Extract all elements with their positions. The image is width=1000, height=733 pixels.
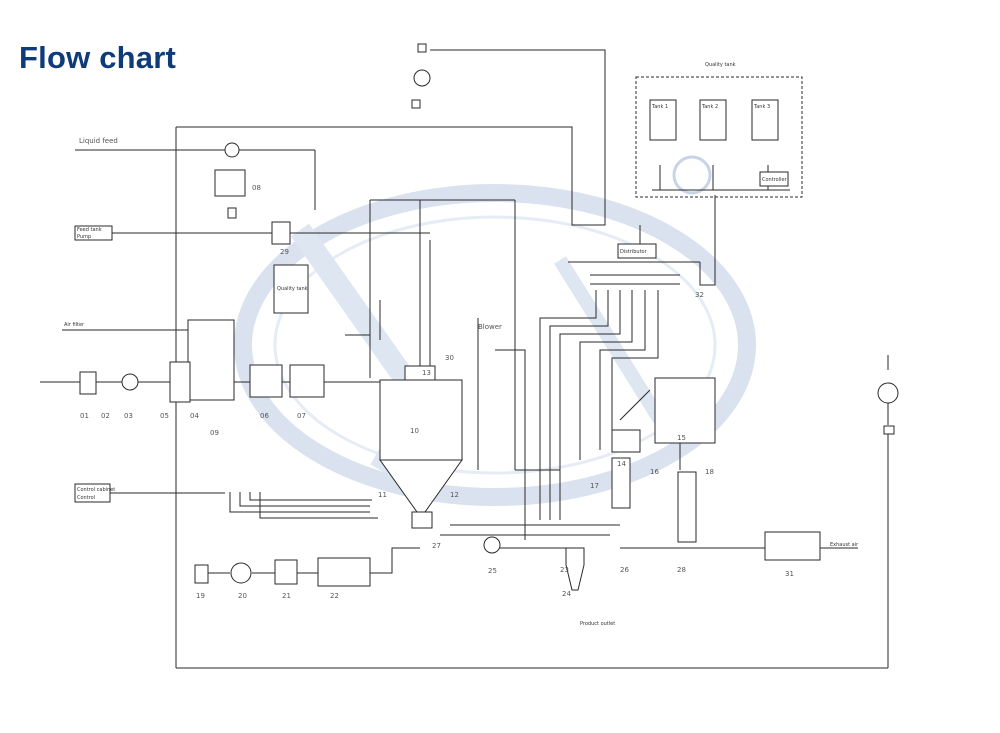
watermark-logo	[234, 184, 756, 506]
label-29: 29	[280, 248, 289, 256]
feed-control-box	[74, 483, 111, 503]
fan-25	[483, 536, 501, 554]
filter-hopper	[611, 429, 641, 453]
bag-filter	[654, 377, 716, 444]
feed-valve-icon	[227, 207, 237, 219]
label-10: 10	[410, 427, 419, 435]
prefilter	[169, 361, 191, 403]
label-22: 22	[330, 592, 339, 600]
atomizer-head	[404, 365, 436, 381]
feed-inlet-box	[74, 225, 113, 241]
label-11: 11	[378, 491, 387, 499]
label-15: 15	[677, 434, 686, 442]
drying-chamber	[379, 379, 463, 461]
top-valve-icon	[417, 43, 427, 53]
label-31: 31	[785, 570, 794, 578]
label-02: 02	[101, 412, 110, 420]
label-27: 27	[432, 542, 441, 550]
tank-controller-label: Controller	[762, 177, 788, 183]
label-01: 01	[80, 412, 89, 420]
heat-exchanger	[187, 319, 235, 401]
blower-label: Blower	[478, 323, 502, 331]
distributor-box	[617, 243, 657, 259]
label-19: 19	[196, 592, 205, 600]
label-20: 20	[238, 592, 247, 600]
air-filter-label: Air filter	[64, 322, 85, 328]
label-05: 05	[160, 412, 169, 420]
control-panel-31	[764, 531, 821, 561]
liquid-feed-label: Liquid feed	[79, 137, 118, 145]
air-filter-01	[79, 371, 97, 395]
label-24: 24	[562, 590, 571, 598]
label-04: 04	[190, 412, 199, 420]
tank-1-label: Tank 1	[651, 104, 668, 110]
label-25: 25	[488, 567, 497, 575]
control-cabinet-line1: Control cabinet	[77, 487, 115, 493]
top-filter-icon	[411, 99, 421, 109]
tank-room-title: Quality tank	[705, 62, 736, 68]
label-32: 32	[695, 291, 704, 299]
label-16: 16	[650, 468, 659, 476]
heater-unit	[271, 221, 291, 245]
feed-box-line1: Feed tank	[77, 227, 102, 233]
label-21: 21	[282, 592, 291, 600]
label-07: 07	[297, 412, 306, 420]
label-28: 28	[677, 566, 686, 574]
bottom-fan	[230, 562, 252, 584]
quality-tank-label: Quality tank	[277, 286, 308, 292]
stirrer-motor-icon	[224, 142, 240, 158]
label-13: 13	[422, 369, 431, 377]
air-fan-03	[121, 373, 139, 391]
label-09: 09	[210, 429, 219, 437]
bottom-filter-01	[194, 564, 209, 584]
exhaust-label: Exhaust air	[830, 542, 859, 548]
cyclone-small	[565, 547, 585, 591]
tank-2-label: Tank 2	[701, 104, 718, 110]
feed-box-line2: Pump	[77, 234, 91, 240]
cyclone-2	[677, 471, 697, 543]
tank-room	[635, 76, 803, 198]
label-26: 26	[620, 566, 629, 574]
label-06: 06	[260, 412, 269, 420]
top-pump-icon	[413, 69, 431, 87]
product-outlet-label: Product outlet	[580, 621, 615, 627]
rotary-valve	[411, 511, 433, 529]
label-23: 23	[560, 566, 569, 574]
tank-1	[649, 99, 677, 141]
page-title: Flow chart	[19, 40, 177, 75]
label-08: 08	[252, 184, 261, 192]
label-18: 18	[705, 468, 714, 476]
tank-controller-box	[759, 171, 789, 187]
quality-tank-box	[273, 264, 309, 314]
bottom-heater	[274, 559, 298, 585]
label-03: 03	[124, 412, 133, 420]
bottom-filter-bank	[317, 557, 371, 587]
label-17: 17	[590, 482, 599, 490]
pipe-network	[40, 49, 889, 669]
cyclone-1	[611, 457, 631, 509]
label-30: 30	[445, 354, 454, 362]
control-cabinet-line2: Control	[77, 495, 95, 501]
label-14: 14	[617, 460, 626, 468]
right-fan-icon	[877, 382, 899, 404]
tank-3	[751, 99, 779, 141]
filter-07	[289, 364, 325, 398]
right-valve-icon	[883, 425, 895, 435]
label-12: 12	[450, 491, 459, 499]
tank-2	[699, 99, 727, 141]
tank-3-label: Tank 3	[753, 104, 770, 110]
distributor-label: Distributor	[620, 249, 648, 255]
feed-vessel	[214, 169, 246, 197]
heater-06	[249, 364, 283, 398]
